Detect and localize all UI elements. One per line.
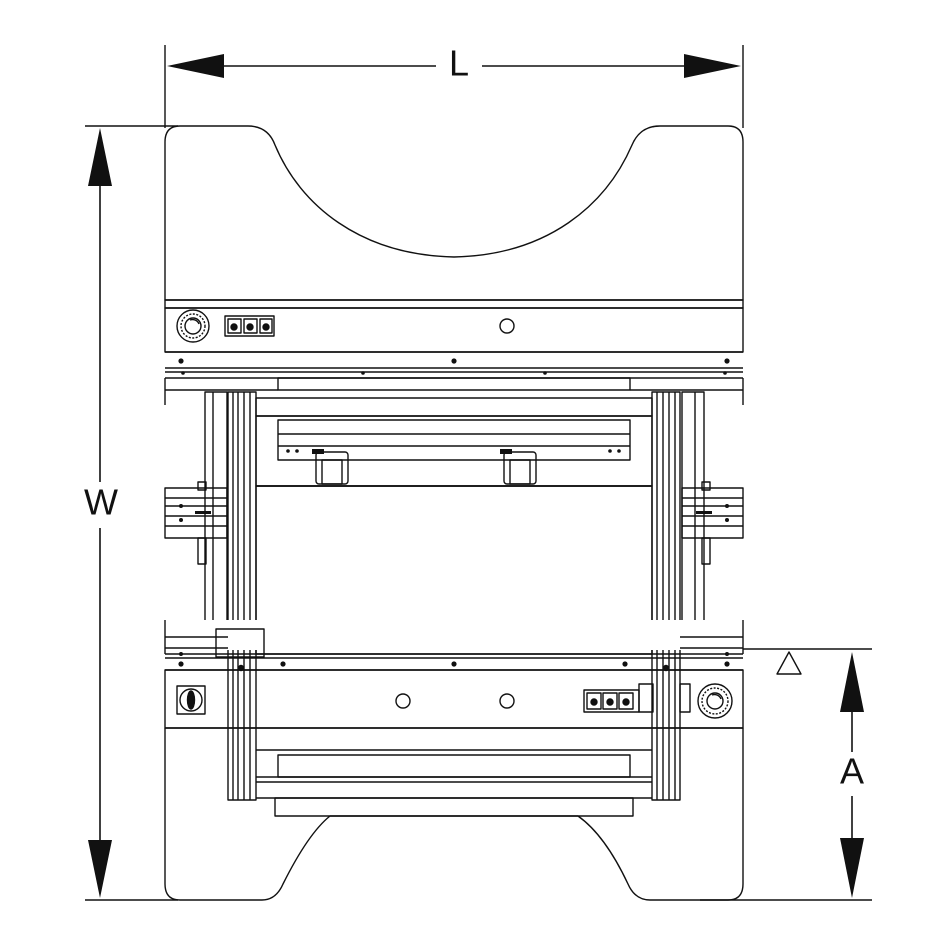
arrow-right-icon — [684, 54, 741, 78]
top-rail-screws — [178, 358, 730, 375]
machine-body — [164, 125, 744, 901]
emergency-stop-button-bottom[interactable] — [697, 683, 733, 719]
side-screws — [179, 504, 729, 522]
height-label: A — [840, 751, 864, 792]
bottom-rail-screws — [178, 652, 730, 667]
length-label: L — [449, 43, 469, 84]
clamp-right — [500, 449, 537, 485]
arrow-up-icon — [88, 128, 112, 186]
left-column — [227, 391, 257, 801]
dimension-height: A — [700, 648, 872, 901]
reference-triangle-icon — [776, 651, 802, 675]
arrow-left-icon — [167, 54, 224, 78]
emergency-stop-button-top[interactable] — [176, 309, 210, 343]
dimension-width: W — [84, 125, 178, 901]
top-indicator-hole — [499, 318, 515, 334]
lower-tray — [256, 749, 652, 817]
top-rail-plate — [277, 377, 631, 391]
width-label: W — [84, 482, 118, 523]
upper-platen — [255, 397, 653, 487]
switch-block-bottom[interactable] — [583, 683, 691, 713]
bottom-cradle — [164, 728, 744, 901]
switch-block-top[interactable] — [224, 315, 275, 337]
right-side-frame — [681, 391, 744, 637]
top-cradle — [164, 125, 744, 301]
selector-switch[interactable] — [176, 685, 206, 715]
dimension-length: L — [164, 43, 744, 128]
arrow-down-icon — [88, 840, 112, 898]
top-rail-edge — [164, 299, 744, 309]
clamp-left — [312, 449, 349, 485]
arrow-down-icon — [840, 838, 864, 898]
bottom-indicator-hole-right — [499, 693, 515, 709]
right-column — [651, 391, 681, 801]
bottom-indicator-hole-left — [395, 693, 411, 709]
bottom-rail — [164, 620, 744, 729]
arrow-up-icon — [840, 652, 864, 712]
